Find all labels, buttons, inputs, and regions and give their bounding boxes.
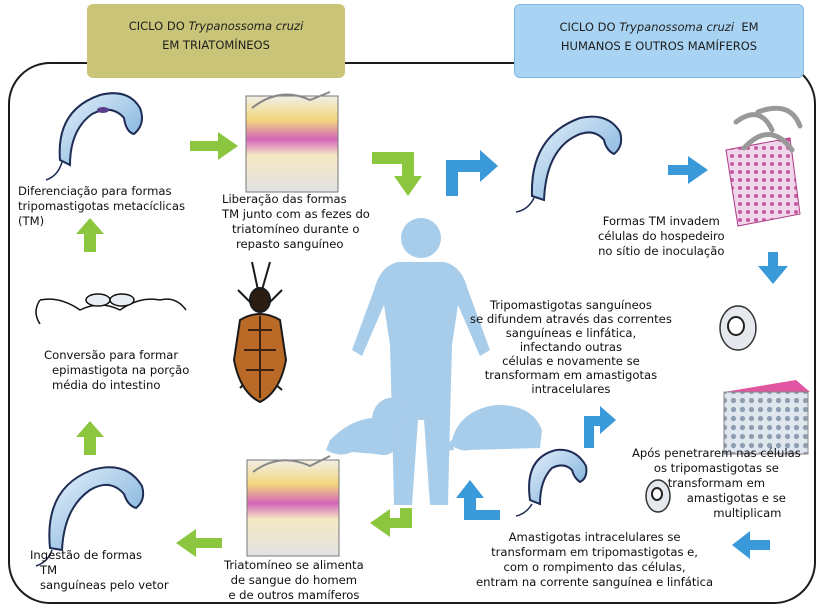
- green-arrow-up-2: [76, 421, 104, 455]
- green-arrow-right-top: [190, 132, 238, 160]
- green-arrow-elbow-down: [372, 152, 422, 196]
- triatomine-bug-icon: [234, 262, 286, 402]
- label-liberacao: Liberação das formas TM junto com as fez…: [222, 192, 370, 252]
- trypomastigote-icon-bottom-middle: [516, 450, 586, 516]
- cell-block-icon: [724, 380, 810, 454]
- blue-arrow-right-top: [668, 156, 708, 184]
- trypomastigote-icon-top-right: [516, 117, 621, 212]
- label-amastigotas-intracelulares: Amastigotas intracelulares se transforma…: [476, 530, 713, 590]
- skin-tissue-icon-top: [246, 92, 338, 192]
- blue-arrow-down-right: [758, 252, 788, 284]
- blue-arrow-elbow-mid: [584, 406, 616, 448]
- armadillo-silhouette-icon: [436, 405, 542, 452]
- trypomastigote-icon-top-left: [46, 93, 142, 180]
- label-ingestao: Ingestão de formas TM sanguíneas pelo ve…: [30, 548, 169, 593]
- dog-silhouette-icon: [326, 398, 407, 455]
- label-diferenciacao: Diferenciação para formas tripomastigota…: [18, 184, 185, 229]
- blue-arrow-elbow-up-right: [446, 150, 498, 196]
- epimastigote-icon: [36, 294, 186, 324]
- label-conversao: Conversão para formar epimastigota na po…: [44, 348, 189, 393]
- infected-cell-icon: [726, 108, 800, 226]
- green-arrow-left-bottom: [176, 529, 222, 557]
- green-arrow-elbow-left: [370, 508, 412, 537]
- blue-arrow-elbow-bottom: [456, 480, 500, 520]
- label-triatomineo-alimenta: Triatomíneo se alimenta de sangue do hom…: [224, 558, 364, 603]
- label-formas-tm: Formas TM invadem células do hospedeiro …: [598, 214, 725, 259]
- blue-arrow-left-bottom: [732, 531, 770, 559]
- label-apos-penetrarem: Após penetrarem nas células os tripomast…: [632, 446, 801, 521]
- label-tripomastigotas-sanguineos: Tripomastigotas sanguíneos se difundem a…: [470, 298, 672, 396]
- skin-tissue-icon-bottom: [247, 456, 339, 556]
